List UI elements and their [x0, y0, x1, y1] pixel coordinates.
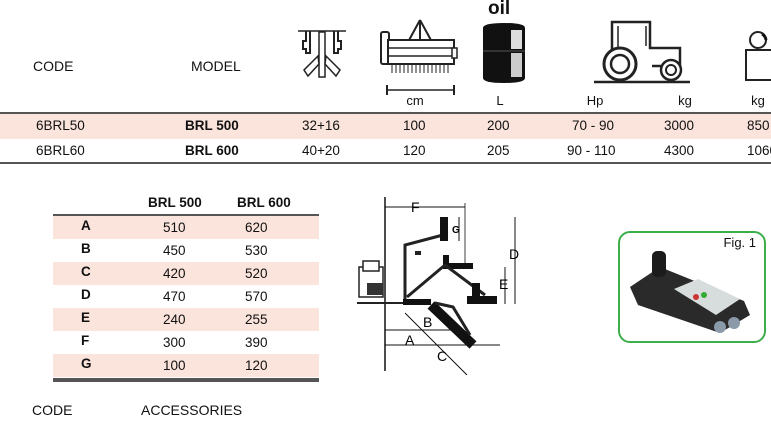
- dim-row: G 100 120: [53, 354, 319, 377]
- spec-row: 6BRL50 BRL 500 32+16 100 200 70 - 90 300…: [0, 114, 771, 139]
- oil-cell: 205: [487, 143, 510, 158]
- accessories-code-header: CODE: [32, 402, 73, 418]
- power-cell: 90 - 110: [567, 143, 616, 158]
- dim-label: E: [81, 310, 91, 325]
- code-cell: 6BRL60: [36, 143, 85, 158]
- tractor-weight-cell: 4300: [664, 143, 695, 158]
- oil-unit: L: [496, 93, 504, 108]
- weight-icon: [745, 31, 771, 81]
- dim-label: G: [81, 356, 92, 371]
- dim-table-bottom-rule: [53, 378, 319, 380]
- spec-row: 6BRL60 BRL 600 40+20 120 205 90 - 110 43…: [0, 139, 771, 164]
- dim-row: B 450 530: [53, 239, 319, 262]
- dim-value-brl600: 520: [245, 266, 268, 281]
- blades-cell: 32+16: [302, 118, 340, 133]
- dim-row: F 300 390: [53, 331, 319, 354]
- blade-cross-section-icon: [298, 30, 346, 78]
- dim-value-brl500: 240: [163, 312, 186, 327]
- figure-1-box: Fig. 1: [618, 231, 766, 343]
- model-cell: BRL 500: [185, 118, 239, 133]
- model-header: MODEL: [191, 58, 241, 74]
- dim-label: C: [81, 264, 91, 279]
- dim-row: E 240 255: [53, 308, 319, 331]
- dim-row: D 470 570: [53, 285, 319, 308]
- dim-label: B: [81, 241, 91, 256]
- dim-value-brl500: 450: [163, 243, 186, 258]
- dim-label-a: A: [405, 332, 415, 348]
- power-cell: 70 - 90: [572, 118, 615, 133]
- code-cell: 6BRL50: [36, 118, 85, 133]
- dim-value-brl600: 390: [245, 335, 268, 350]
- weight-cell: 1060: [747, 143, 771, 158]
- dim-value-brl600: 620: [245, 220, 268, 235]
- blades-cell: 40+20: [302, 143, 340, 158]
- dim-value-brl500: 470: [163, 289, 186, 304]
- dim-col-header: BRL 500: [148, 195, 202, 210]
- weight-unit: kg: [751, 93, 765, 108]
- dim-table-end-rule: [53, 380, 319, 382]
- figure-label: Fig. 1: [723, 235, 756, 250]
- dim-row: A 510 620: [53, 216, 319, 239]
- dim-label-c: C: [437, 348, 447, 364]
- dim-label: F: [81, 333, 90, 348]
- dim-value-brl600: 530: [245, 243, 268, 258]
- width-cell: 100: [403, 118, 426, 133]
- dim-label-d: D: [509, 246, 519, 262]
- dim-table-top-rule: [53, 214, 319, 216]
- dim-value-brl500: 510: [163, 220, 186, 235]
- tractor-weight-cell: 3000: [664, 118, 695, 133]
- dim-label: D: [81, 287, 91, 302]
- dim-label-e: E: [499, 276, 508, 292]
- dim-value-brl500: 300: [163, 335, 186, 350]
- dim-label-b: B: [423, 314, 432, 330]
- dim-row: C 420 520: [53, 262, 319, 285]
- flail-mower-icon: [380, 19, 458, 95]
- tractor-icon: [594, 20, 690, 84]
- width-unit: cm: [406, 93, 424, 108]
- weight-cell: 850: [747, 118, 770, 133]
- dim-value-brl500: 100: [163, 358, 186, 373]
- dim-col-header: BRL 600: [237, 195, 291, 210]
- spec-table-top-rule: [0, 112, 771, 114]
- oil-label: oil: [488, 0, 511, 19]
- remote-control-image: [630, 251, 750, 333]
- dim-value-brl600: 255: [245, 312, 268, 327]
- dim-value-brl600: 570: [245, 289, 268, 304]
- dim-value-brl600: 120: [245, 358, 268, 373]
- dim-label-g: G: [452, 225, 460, 236]
- model-cell: BRL 600: [185, 143, 239, 158]
- oil-cell: 200: [487, 118, 510, 133]
- code-header: CODE: [33, 58, 74, 74]
- oil-drum-icon: [483, 23, 525, 83]
- dimension-diagram: F G D E B A C: [357, 197, 519, 375]
- dim-label: A: [81, 218, 91, 233]
- accessories-header: ACCESSORIES: [141, 402, 243, 418]
- width-cell: 120: [403, 143, 426, 158]
- dim-label-f: F: [411, 199, 420, 215]
- spec-table-bottom-rule: [0, 162, 771, 164]
- dim-value-brl500: 420: [163, 266, 186, 281]
- tractor-weight-unit: kg: [678, 93, 692, 108]
- power-unit: Hp: [586, 93, 604, 108]
